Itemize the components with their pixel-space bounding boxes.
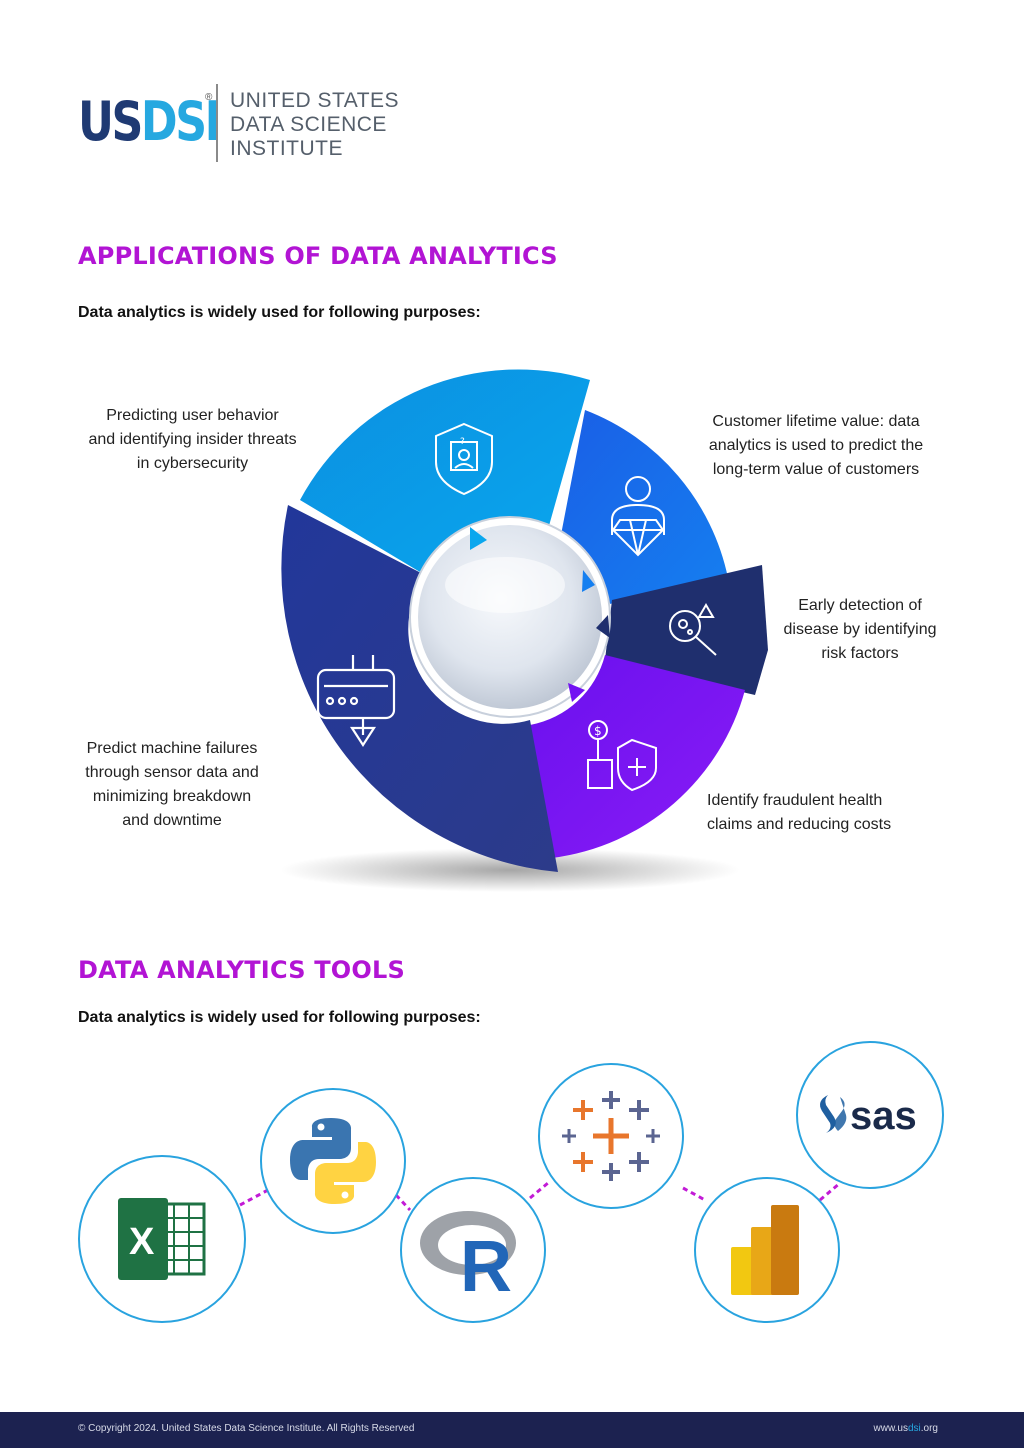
r-icon: R xyxy=(420,1211,516,1295)
excel-letter: X xyxy=(129,1221,155,1263)
callout-line: and identifying insider threats xyxy=(88,431,297,448)
pointer-notch xyxy=(596,615,610,638)
logo-us: US xyxy=(78,90,143,153)
logo-divider xyxy=(216,84,218,162)
callout-line: disease by identifying xyxy=(783,621,937,638)
logo-dsi: DSI xyxy=(140,90,221,153)
footer-url[interactable]: www.usdsi.org xyxy=(874,1423,938,1434)
org-line: INSTITUTE xyxy=(230,137,343,160)
tableau-icon xyxy=(562,1091,660,1181)
callout-machine-failures: Predict machine failures through sensor … xyxy=(78,737,266,833)
tools-title: DATA ANALYTICS TOOLS xyxy=(78,956,405,984)
url-suffix: .org xyxy=(920,1423,938,1434)
python-icon xyxy=(290,1118,376,1204)
callout-line: Early detection of xyxy=(798,597,922,614)
connector-line xyxy=(239,1188,269,1207)
logo-mark: USDSI xyxy=(78,84,221,160)
segment-customer-value xyxy=(560,410,728,605)
footer: © Copyright 2024. United States Data Sci… xyxy=(0,1412,1024,1448)
callout-line: Predict machine failures xyxy=(86,740,258,757)
pointer-notch xyxy=(582,570,595,592)
segment-machine-failures xyxy=(281,505,558,872)
svg-text:?: ? xyxy=(460,437,465,447)
wheel-shadow xyxy=(280,848,740,892)
callout-line: Identify fraudulent health xyxy=(707,792,883,809)
callout-line: long-term value of customers xyxy=(712,461,920,478)
virus-magnifier-icon xyxy=(669,603,717,656)
callout-line: risk factors xyxy=(821,645,899,662)
callout-line: Customer lifetime value: data xyxy=(712,413,920,430)
hub-highlight xyxy=(445,557,565,613)
shield-user-icon: ? xyxy=(435,422,493,496)
hand-dollar-shield-icon: $ xyxy=(587,720,657,792)
callout-disease-detection: Early detection of disease by identifyin… xyxy=(774,594,946,666)
callout-line: claims and reducing costs xyxy=(707,816,892,833)
tool-r: R xyxy=(400,1177,546,1323)
segment-fraud-claims xyxy=(530,655,745,858)
applications-subtitle: Data analytics is widely used for follow… xyxy=(78,304,481,321)
callout-customer-value: Customer lifetime value: data analytics … xyxy=(700,410,932,482)
applications-wheel: ? $ xyxy=(280,369,768,892)
segment-disease-detection xyxy=(605,565,768,695)
connector-line xyxy=(529,1181,549,1200)
power-bi-icon xyxy=(731,1205,799,1295)
callout-line: minimizing breakdown xyxy=(92,788,252,805)
pointer-notch xyxy=(568,683,585,702)
url-highlight: dsi xyxy=(907,1423,921,1434)
org-line: DATA SCIENCE xyxy=(230,113,387,136)
svg-text:$: $ xyxy=(594,724,602,738)
r-letter: R xyxy=(460,1227,512,1295)
callout-cybersecurity: Predicting user behavior and identifying… xyxy=(80,404,305,476)
copyright-text: © Copyright 2024. United States Data Sci… xyxy=(78,1423,415,1434)
connector-line xyxy=(682,1186,706,1202)
tool-excel: X xyxy=(78,1155,246,1323)
callout-line: and downtime xyxy=(122,812,222,829)
applications-title: APPLICATIONS OF DATA ANALYTICS xyxy=(78,242,558,270)
logo-org-name: UNITED STATES DATA SCIENCE INSTITUTE xyxy=(230,89,399,161)
callout-line: Predicting user behavior xyxy=(106,407,279,424)
callout-line: through sensor data and xyxy=(85,764,259,781)
tool-connectors xyxy=(239,1181,841,1212)
callout-fraud-claims: Identify fraudulent health claims and re… xyxy=(707,789,917,837)
connector-line xyxy=(394,1193,412,1212)
sas-icon: sas xyxy=(820,1094,917,1138)
tool-tableau xyxy=(538,1063,684,1209)
hub-center xyxy=(418,525,602,709)
tool-sas: sas xyxy=(796,1041,944,1189)
machine-sensor-icon xyxy=(316,655,396,748)
tool-power-bi xyxy=(694,1177,840,1323)
url-prefix: www.us xyxy=(873,1423,908,1434)
tools-subtitle: Data analytics is widely used for follow… xyxy=(78,1009,481,1026)
callout-line: analytics is used to predict the xyxy=(708,437,924,454)
registered-mark: ® xyxy=(205,92,213,103)
excel-icon: X xyxy=(118,1198,206,1280)
pointer-notch xyxy=(470,527,487,550)
connector-line xyxy=(819,1181,841,1202)
callout-line: in cybersecurity xyxy=(136,455,249,472)
tool-python xyxy=(260,1088,406,1234)
person-diamond-icon xyxy=(611,476,665,557)
org-line: UNITED STATES xyxy=(230,89,400,112)
sas-wordmark: sas xyxy=(850,1094,917,1138)
